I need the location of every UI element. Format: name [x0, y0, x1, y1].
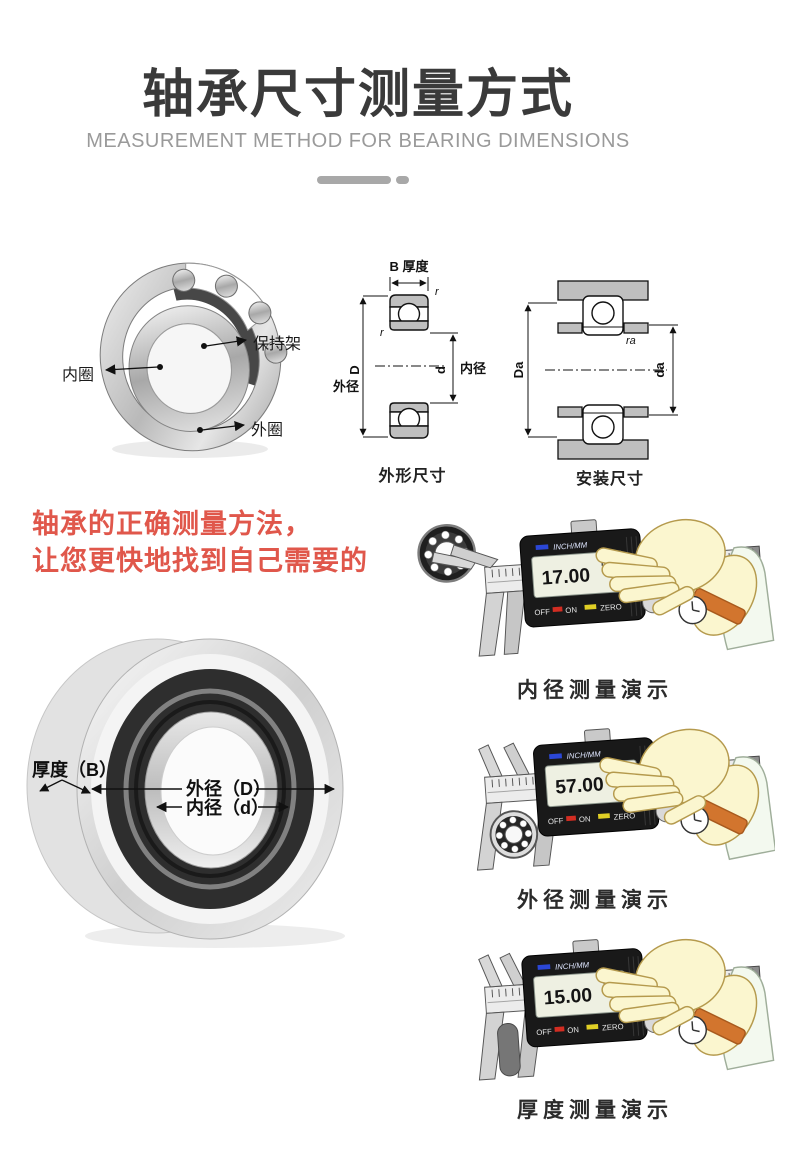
outline-diagram-icon: D 外径 d 内径 B 厚度 r r [332, 259, 486, 439]
sealed-bearing-icon: 厚度（B） 外径（D） 内径（d） [26, 638, 345, 948]
width-label: B 厚度 [389, 259, 429, 274]
caliper-on-label: ON [579, 814, 591, 824]
hand-icon [595, 939, 775, 1071]
bearing-structure-figure: 保持架 内圈 外圈 [30, 253, 342, 471]
caliper-mode-label: INCH/MM [555, 960, 590, 971]
bearing-side-icon [497, 1023, 521, 1077]
inner-diameter-label: 内径 [460, 361, 486, 376]
slogan: 轴承的正确测量方法， 让您更快地找到自己需要的 [32, 506, 392, 580]
caliper-thickness-measure-icon: INCH/MM 15.00 mm OFF ON ZERO [478, 939, 775, 1081]
shaft-diameter-symbol: da [652, 362, 667, 378]
mounting-figure-caption: 安装尺寸 [575, 471, 644, 488]
page-title: 轴承尺寸测量方式 [141, 66, 574, 124]
bearing-photo-figure: 厚度（B） 外径（D） 内径（d） [10, 628, 400, 953]
demo-thickness: INCH/MM 15.00 mm OFF ON ZERO [405, 925, 785, 1124]
caliper-zero-label: ZERO [613, 811, 635, 821]
demo-caption-thickness: 厚度测量演示 [517, 1099, 673, 1122]
slogan-line-2: 让您更快地找到自己需要的 [32, 546, 368, 576]
demo-outer-diameter: INCH/MM 57.00 mm OFF ON ZERO [405, 715, 785, 914]
caliper-mode-label: INCH/MM [553, 540, 588, 551]
lcd-reading: 15.00 [543, 984, 593, 1009]
outer-diameter-symbol: D [347, 365, 362, 374]
outer-diameter-label: 外径 [332, 379, 359, 394]
hand-icon [595, 519, 775, 651]
caliper-zero-label: ZERO [602, 1022, 624, 1032]
inner-diameter-symbol: d [433, 366, 448, 374]
caliper-off-label: OFF [534, 607, 550, 617]
hand-icon [599, 728, 775, 861]
photo-outer-diameter-label: 外径（D） [186, 778, 271, 799]
outer-ring-label: 外圈 [251, 422, 284, 439]
caliper-off-label: OFF [548, 816, 564, 826]
housing-diameter-symbol: Da [511, 361, 526, 378]
lcd-reading: 57.00 [555, 773, 605, 798]
caliper-mode-label: INCH/MM [566, 749, 601, 760]
page-subtitle: MEASUREMENT METHOD FOR BEARING DIMENSION… [86, 130, 630, 152]
caliper-off-label: OFF [536, 1027, 552, 1037]
fillet-r-top: r [435, 286, 440, 298]
demo-inner-diameter: INCH/MM 17.00 mm OFF ON ZERO [405, 505, 785, 704]
slogan-line-1: 轴承的正确测量方法， [32, 509, 312, 539]
outline-dimensions-figure: D 外径 d 内径 B 厚度 r r [330, 252, 495, 462]
cage-label: 保持架 [253, 336, 302, 353]
mounting-dimensions-figure: Da da ra [505, 255, 715, 467]
caliper-on-label: ON [565, 605, 577, 615]
caliper-zero-label: ZERO [600, 602, 622, 612]
demo-caption-inner-diameter: 内径测量演示 [517, 679, 673, 702]
inner-ring-label: 内圈 [62, 367, 95, 384]
mounting-diagram-icon: Da da ra [511, 280, 678, 460]
bearing-cutaway-icon [99, 262, 288, 458]
photo-thickness-label: 厚度（B） [32, 759, 117, 780]
lcd-reading: 17.00 [541, 564, 591, 589]
caliper-outer-measure-icon: INCH/MM 57.00 mm OFF ON ZERO [476, 728, 775, 871]
caliper-on-label: ON [567, 1025, 579, 1035]
outline-figure-caption: 外形尺寸 [378, 468, 447, 485]
photo-inner-diameter-label: 内径（d） [186, 797, 269, 818]
divider-bar-long [317, 176, 391, 184]
bearing-icon [489, 810, 539, 859]
demo-caption-outer-diameter: 外径测量演示 [517, 889, 673, 912]
divider-bar-short [396, 176, 409, 184]
caliper-inner-measure-icon: INCH/MM 17.00 mm OFF ON ZERO [417, 519, 775, 657]
fillet-r-left: r [380, 327, 385, 339]
fillet-ra-label: ra [626, 335, 636, 347]
